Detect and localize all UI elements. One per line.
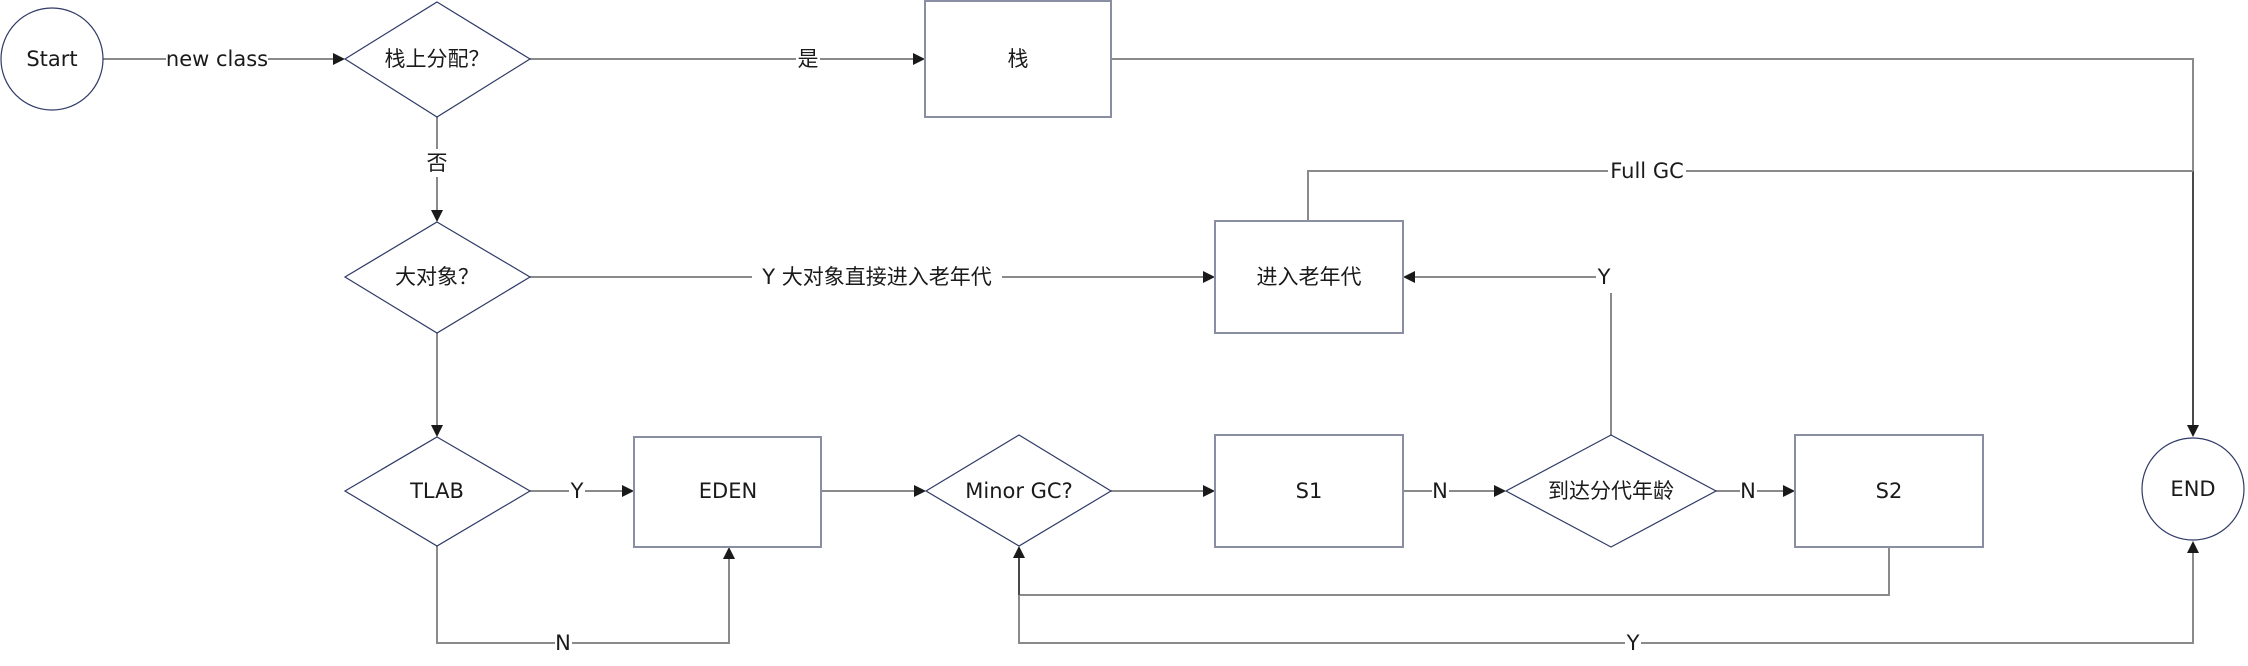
- arrowhead: [1494, 485, 1506, 497]
- node-old-gen[interactable]: 进入老年代: [1214, 220, 1404, 334]
- label-bg: [555, 630, 572, 656]
- arrowhead: [1403, 271, 1415, 283]
- edge-label-minor-gc-yes: Y: [1626, 631, 1640, 655]
- decision-diamond: [343, 1, 532, 118]
- arrowhead: [431, 210, 443, 222]
- edge-label-big-object-yes: Y 大对象直接进入老年代: [761, 265, 992, 289]
- node-eden-label: EDEN: [699, 479, 757, 503]
- node-tlab-decision[interactable]: TLAB: [343, 436, 532, 547]
- arrowhead: [2187, 541, 2199, 553]
- label-bg: [1608, 158, 1686, 185]
- label-bg: [166, 46, 268, 72]
- node-stack-alloc-label: 栈上分配？: [385, 47, 490, 71]
- arrowhead: [2187, 425, 2199, 437]
- edge-label-new-class: new class: [166, 47, 268, 71]
- node-old-gen-label: 进入老年代: [1257, 265, 1362, 289]
- process-box: [1214, 220, 1404, 334]
- arrowhead: [913, 53, 925, 65]
- node-start-label: Start: [26, 47, 77, 71]
- node-end[interactable]: END: [2141, 437, 2245, 541]
- node-tlab-label: TLAB: [409, 479, 464, 503]
- arrowhead: [1013, 546, 1025, 558]
- arrowhead: [1203, 485, 1215, 497]
- node-eden[interactable]: EDEN: [633, 436, 822, 548]
- decision-diamond: [343, 436, 532, 547]
- arrowhead: [723, 547, 735, 559]
- edge-stack-to-end: [1111, 58, 2194, 171]
- node-minor-gc-decision[interactable]: Minor GC?: [924, 434, 1113, 547]
- edge-s2-to-minor-gc: [1019, 547, 1890, 596]
- edge-label-tlab-yes: Y: [570, 479, 584, 503]
- arrowhead: [914, 485, 926, 497]
- node-s2[interactable]: S2: [1794, 434, 1984, 548]
- process-box: [633, 436, 822, 548]
- edge-label-age-no: N: [1740, 479, 1756, 503]
- process-box: [1794, 434, 1984, 548]
- edge-label-no: 否: [427, 151, 448, 175]
- node-s1-label: S1: [1296, 479, 1323, 503]
- edge-tlab-no: [436, 546, 730, 644]
- node-big-object-decision[interactable]: 大对象？: [343, 221, 532, 334]
- node-stack[interactable]: 栈: [924, 0, 1112, 118]
- edge-label-full-gc: Full GC: [1610, 159, 1684, 183]
- label-bg: [752, 264, 1002, 291]
- arrowhead: [333, 53, 345, 65]
- node-s2-label: S2: [1876, 479, 1903, 503]
- node-age-reached-label: 到达分代年龄: [1548, 479, 1674, 503]
- edge-minor-gc-yes: [1018, 553, 2194, 644]
- label-bg: [796, 46, 820, 72]
- label-bg: [424, 149, 450, 177]
- edge-label-tlab-no: N: [555, 631, 571, 655]
- process-box: [924, 0, 1112, 118]
- label-bg: [1740, 478, 1757, 504]
- end-circle: [2141, 437, 2245, 541]
- arrowhead: [1783, 485, 1795, 497]
- start-circle: [0, 7, 104, 111]
- label-bg: [569, 478, 585, 504]
- arrowhead: [622, 485, 634, 497]
- node-big-object-label: 大对象？: [395, 265, 479, 289]
- node-end-label: END: [2170, 477, 2215, 501]
- edge-label-yes: 是: [798, 47, 819, 71]
- node-minor-gc-label: Minor GC?: [965, 479, 1073, 503]
- node-stack-alloc-decision[interactable]: 栈上分配？: [343, 1, 532, 118]
- arrowhead: [431, 425, 443, 437]
- arrowhead: [1203, 271, 1215, 283]
- edge-label-age-yes: Y: [1597, 265, 1611, 289]
- node-start[interactable]: Start: [0, 7, 104, 111]
- edge-old-gen-full-gc: [1307, 170, 2193, 221]
- label-bg: [1625, 630, 1641, 656]
- node-s1[interactable]: S1: [1214, 434, 1404, 548]
- decision-diamond: [343, 221, 532, 334]
- node-age-reached-decision[interactable]: 到达分代年龄: [1504, 434, 1718, 548]
- process-box: [1214, 434, 1404, 548]
- label-bg: [1432, 478, 1449, 504]
- decision-diamond: [924, 434, 1113, 547]
- edge-label-s1-no: N: [1432, 479, 1448, 503]
- node-stack-label: 栈: [1008, 47, 1029, 71]
- decision-diamond: [1504, 434, 1718, 548]
